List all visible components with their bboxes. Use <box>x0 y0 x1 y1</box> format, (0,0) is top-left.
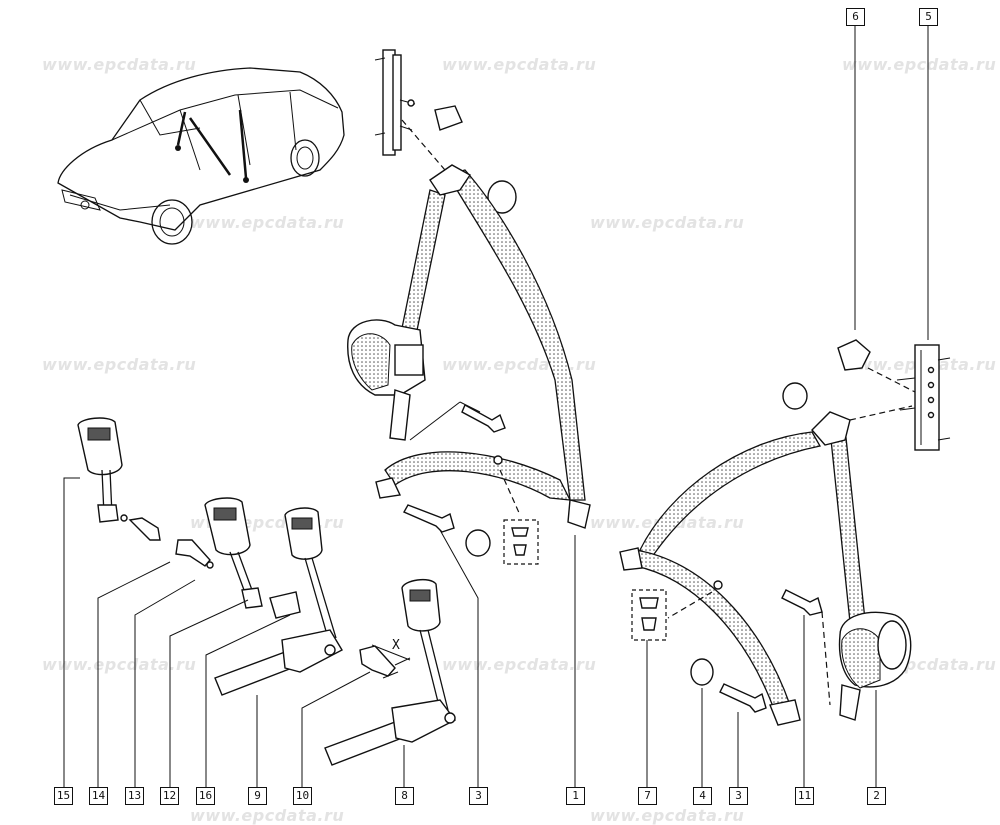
callout-8[interactable]: 8 <box>395 787 414 805</box>
callout-5[interactable]: 5 <box>919 8 938 26</box>
front-right-seat-belt <box>619 339 951 726</box>
callout-3[interactable]: 3 <box>729 787 748 805</box>
retractor <box>347 319 426 441</box>
dimension-label: X <box>392 638 400 653</box>
buckle-9 <box>214 629 343 696</box>
watermark: www.epcdata.ru <box>442 55 597 74</box>
callout-1[interactable]: 1 <box>566 787 585 805</box>
callout-6[interactable]: 6 <box>846 8 865 26</box>
watermark: www.epcdata.ru <box>590 806 745 825</box>
front-left-seat-belt <box>347 49 591 565</box>
height-adjuster-rail <box>374 49 416 156</box>
adjuster-slider <box>434 105 463 131</box>
watermark: www.epcdata.ru <box>42 655 197 674</box>
stalk-mount-14 <box>120 514 161 541</box>
retractor <box>838 611 912 721</box>
buckle-15 <box>77 417 123 523</box>
callout-14[interactable]: 14 <box>89 787 108 805</box>
watermark: www.epcdata.ru <box>42 355 197 374</box>
bolt-10 <box>359 644 411 679</box>
cover-cap <box>782 382 808 410</box>
callout-9[interactable]: 9 <box>248 787 267 805</box>
watermark: www.epcdata.ru <box>190 806 345 825</box>
adjuster-slider <box>837 339 871 371</box>
car-illustration <box>57 67 345 245</box>
watermark: www.epcdata.ru <box>842 55 997 74</box>
callout-2[interactable]: 2 <box>867 787 886 805</box>
bolt <box>461 404 506 433</box>
watermark: www.epcdata.ru <box>42 55 197 74</box>
callout-15[interactable]: 15 <box>54 787 73 805</box>
buckle-8 <box>324 578 457 766</box>
watermark: www.epcdata.ru <box>590 213 745 232</box>
callout-13[interactable]: 13 <box>125 787 144 805</box>
buckle-12 <box>204 497 263 609</box>
callout-12[interactable]: 12 <box>160 787 179 805</box>
watermark: www.epcdata.ru <box>190 213 345 232</box>
watermark: www.epcdata.ru <box>442 655 597 674</box>
cover-cap <box>487 180 517 214</box>
height-adjuster-plate <box>896 344 951 451</box>
callout-11[interactable]: 11 <box>795 787 814 805</box>
buckle-16 <box>269 507 337 639</box>
callout-16[interactable]: 16 <box>196 787 215 805</box>
callout-3[interactable]: 3 <box>469 787 488 805</box>
callout-7[interactable]: 7 <box>638 787 657 805</box>
bolt-13 <box>175 539 214 569</box>
leader-lines <box>63 25 929 788</box>
callout-4[interactable]: 4 <box>693 787 712 805</box>
callout-10[interactable]: 10 <box>293 787 312 805</box>
